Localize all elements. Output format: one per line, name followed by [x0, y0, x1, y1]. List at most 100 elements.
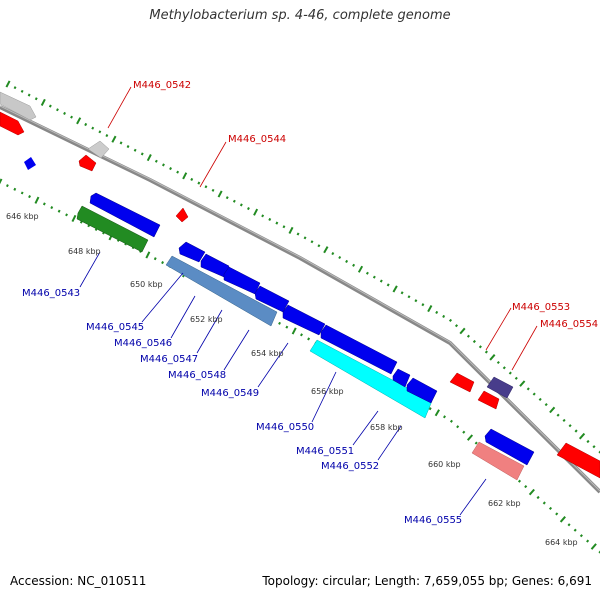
minor-tick: [50, 206, 54, 210]
connector-M446_0550: [311, 371, 337, 423]
minor-tick: [579, 534, 583, 538]
major-tick: [519, 380, 526, 387]
gene-steelblue: [165, 255, 278, 327]
connector-M446_0554: [511, 325, 538, 371]
gene-label-M446_0553: M446_0553: [512, 302, 570, 313]
minor-tick: [98, 130, 102, 134]
minor-tick: [567, 523, 571, 527]
minor-tick: [20, 89, 24, 93]
major-tick: [559, 516, 566, 523]
gene-M446_0550: [320, 324, 398, 375]
minor-tick: [176, 170, 180, 174]
minor-tick: [28, 195, 31, 199]
gene-red-small-2: [477, 390, 500, 410]
connector-M446_0548: [223, 329, 250, 371]
major-tick: [323, 246, 329, 254]
major-tick: [489, 354, 496, 361]
kbp-label-648: 648 kbp: [68, 247, 101, 256]
gene-M446_0544: [175, 207, 189, 223]
minor-tick: [190, 177, 194, 181]
minor-tick: [502, 366, 506, 370]
major-tick: [5, 80, 11, 88]
minor-tick: [352, 263, 356, 267]
gene-label-M446_0549: M446_0549: [201, 388, 259, 399]
minor-tick: [386, 283, 390, 287]
minor-tick: [536, 495, 540, 500]
connector-M446_0555: [459, 478, 487, 516]
major-tick: [253, 208, 259, 216]
minor-tick: [56, 108, 59, 112]
connector-M446_0542: [107, 86, 132, 129]
minor-tick: [474, 441, 478, 445]
genome-summary: Topology: circular; Length: 7,659,055 bp…: [262, 574, 592, 588]
gene-label-M446_0555: M446_0555: [404, 515, 462, 526]
kbp-label-652: 652 kbp: [190, 315, 223, 324]
minor-tick: [508, 371, 512, 375]
connector-M446_0546: [170, 295, 196, 339]
gene-M446_0555-blue: [484, 428, 535, 466]
minor-tick: [296, 232, 300, 236]
minor-tick: [448, 318, 453, 322]
major-tick: [111, 135, 117, 143]
kbp-label-646: 646 kbp: [6, 212, 39, 221]
gene-M446_0548: [254, 285, 290, 313]
minor-tick: [65, 213, 68, 217]
minor-tick: [449, 419, 453, 423]
minor-tick: [278, 321, 281, 325]
kbp-label-664: 664 kbp: [545, 538, 578, 547]
major-tick: [427, 305, 433, 313]
minor-tick: [538, 397, 542, 401]
minor-tick: [91, 126, 95, 130]
minor-tick: [442, 314, 446, 318]
gene-M446_0553: [449, 372, 475, 393]
connector-M446_0552: [377, 425, 402, 461]
minor-tick: [126, 145, 130, 149]
minor-tick: [574, 429, 578, 433]
minor-tick: [57, 209, 61, 213]
kbp-label-656: 656 kbp: [311, 387, 344, 396]
minor-tick: [48, 104, 52, 108]
minor-tick: [532, 392, 536, 396]
major-tick: [459, 327, 466, 335]
minor-tick: [598, 450, 600, 454]
minor-tick: [484, 350, 488, 354]
minor-tick: [204, 185, 208, 189]
minor-tick: [555, 512, 559, 516]
minor-tick: [310, 240, 314, 244]
map-title: Methylobacterium sp. 4-46, complete geno…: [149, 8, 451, 23]
connector-M446_0549: [257, 342, 289, 388]
gene-label-M446_0542: M446_0542: [133, 80, 191, 91]
gene-feature-grey-edge: [0, 91, 37, 121]
gene-M446_0542: [87, 140, 110, 159]
minor-tick: [478, 345, 482, 349]
major-tick: [466, 434, 474, 441]
major-tick: [392, 285, 398, 293]
minor-tick: [421, 303, 425, 307]
major-tick: [434, 409, 440, 417]
minor-tick: [133, 148, 137, 152]
major-tick: [528, 488, 535, 496]
minor-tick: [338, 255, 342, 260]
major-tick: [590, 543, 597, 550]
minor-tick: [20, 191, 24, 195]
kbp-label-658: 658 kbp: [370, 423, 403, 432]
minor-tick: [211, 188, 215, 192]
accession-label: Accession: NC_010511: [10, 574, 147, 588]
minor-tick: [517, 479, 522, 483]
minor-tick: [542, 501, 546, 505]
minor-tick: [307, 337, 311, 341]
minor-tick: [153, 257, 157, 261]
minor-tick: [496, 360, 500, 365]
kbp-label-654: 654 kbp: [251, 349, 284, 358]
minor-tick: [5, 184, 9, 188]
gene-label-M446_0544: M446_0544: [228, 134, 286, 145]
minor-tick: [13, 86, 17, 90]
minor-tick: [34, 97, 38, 101]
minor-tick: [63, 111, 66, 115]
minor-tick: [70, 115, 73, 119]
major-tick: [549, 406, 556, 414]
minor-tick: [526, 387, 530, 391]
minor-tick: [303, 236, 307, 240]
reverse-strand-genes: [24, 157, 535, 481]
gene-label-M446_0554: M446_0554: [540, 319, 598, 330]
